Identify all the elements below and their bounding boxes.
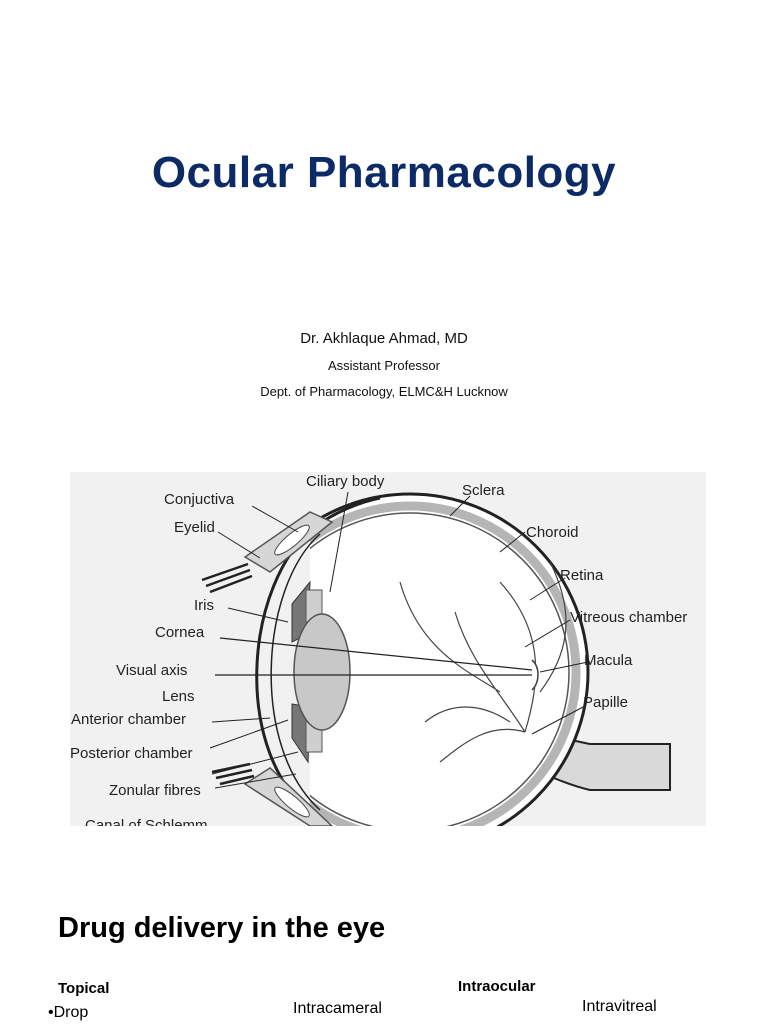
intracameral-label: Intracameral: [293, 1000, 382, 1017]
label-posterior-chamber: Posterior chamber: [70, 745, 193, 762]
slide-title: Ocular Pharmacology: [151, 148, 617, 197]
topical-item-drop: •Drop: [48, 1004, 89, 1021]
lens-shape: [293, 613, 351, 731]
lower-eyelashes: [211, 762, 255, 786]
cornea-pointer-line: [219, 637, 533, 671]
label-sclera: Sclera: [462, 482, 505, 499]
label-zonular-fibres: Zonular fibres: [109, 782, 201, 799]
author-department: Dept. of Pharmacology, ELMC&H Lucknow: [260, 384, 508, 399]
label-retina: Retina: [560, 567, 604, 584]
label-iris: Iris: [194, 597, 214, 614]
label-canal-of-schlemm: Canal of Schlemm: [85, 817, 208, 826]
upper-eyelashes: [201, 562, 253, 594]
label-macula: Macula: [584, 652, 633, 669]
author-role: Assistant Professor: [328, 358, 440, 373]
label-papille: Papille: [583, 694, 628, 711]
label-anterior-chamber: Anterior chamber: [71, 711, 186, 728]
label-ciliary-body: Ciliary body: [306, 473, 385, 490]
topical-heading: Topical: [58, 980, 110, 997]
intravitreal-label: Intravitreal: [582, 998, 657, 1015]
label-visual-axis: Visual axis: [116, 662, 187, 679]
label-lens: Lens: [162, 688, 195, 705]
label-conjuctiva: Conjuctiva: [164, 491, 235, 508]
macula-shape: [531, 659, 539, 691]
label-eyelid: Eyelid: [174, 519, 215, 536]
section-title: Drug delivery in the eye: [58, 912, 386, 944]
label-cornea: Cornea: [155, 624, 205, 641]
retinal-vessels: [399, 561, 567, 763]
author-name: Dr. Akhlaque Ahmad, MD: [300, 330, 468, 347]
intraocular-heading: Intraocular: [458, 978, 536, 995]
eye-anatomy-diagram: Conjuctiva Eyelid Ciliary body Sclera Ch…: [70, 472, 706, 826]
label-vitreous-chamber: Vitreous chamber: [570, 609, 687, 626]
label-choroid: Choroid: [526, 524, 579, 541]
